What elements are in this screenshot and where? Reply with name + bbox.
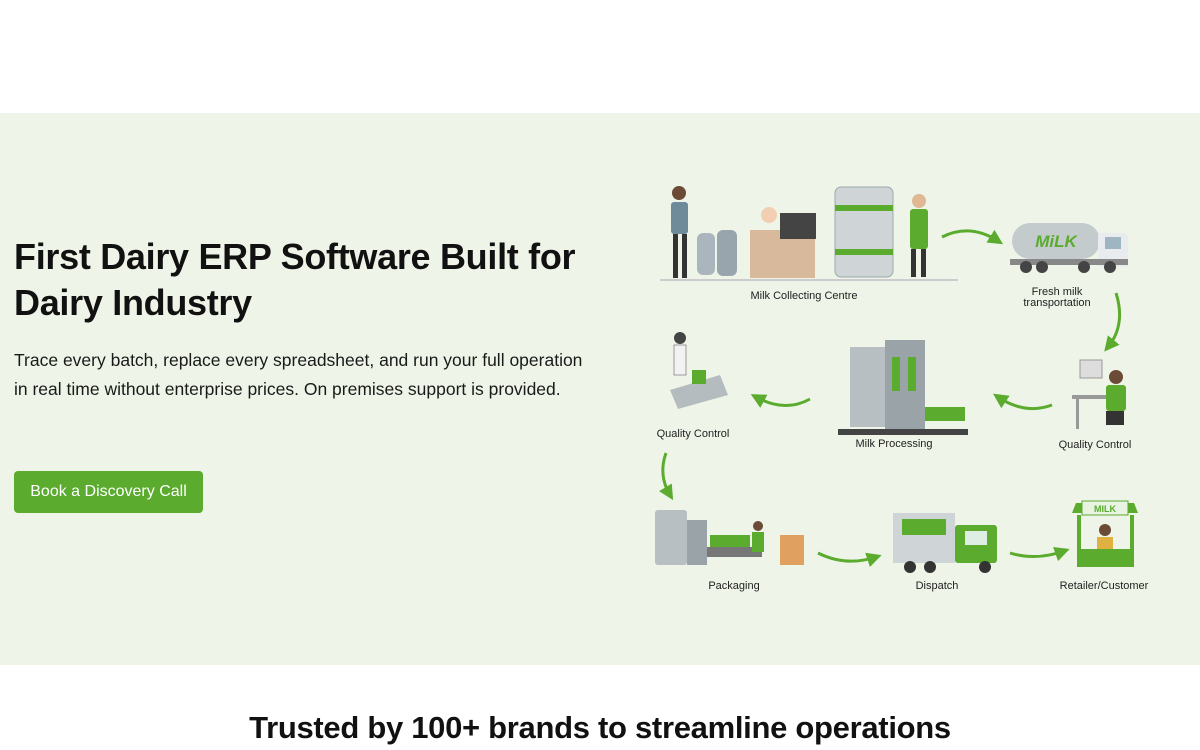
arrow-processing-to-qc	[750, 394, 811, 408]
label-dispatch: Dispatch	[916, 580, 959, 592]
hero-title-line2: Dairy Industry	[14, 282, 252, 323]
arrow-collecting-to-transport	[941, 229, 1004, 245]
tanker-milk-text: MiLK	[1035, 232, 1078, 251]
packaging-illustration	[655, 510, 804, 565]
arrow-transport-to-qc	[1104, 292, 1122, 352]
hero-title: First Dairy ERP Software Built for Dairy…	[14, 234, 594, 326]
arrow-dispatch-to-retailer	[1009, 546, 1070, 562]
dispatch-truck-illustration	[893, 513, 997, 573]
label-packaging: Packaging	[708, 580, 759, 592]
label-retailer-customer: Retailer/Customer	[1060, 580, 1149, 592]
milk-processing-illustration	[838, 340, 968, 435]
arrow-qc-to-packaging	[658, 452, 674, 501]
label-fresh-milk: Fresh milk	[1032, 286, 1083, 298]
label-quality-control-left: Quality Control	[657, 428, 730, 440]
label-quality-control-right: Quality Control	[1059, 439, 1132, 451]
dairy-process-diagram: Milk Collecting Centre MiLK Fresh milk t…	[655, 186, 1149, 592]
arrow-qc-to-processing	[993, 393, 1053, 411]
quality-control-right-illustration	[1072, 359, 1126, 429]
hero-title-line1: First Dairy ERP Software Built for	[14, 236, 576, 277]
trusted-heading: Trusted by 100+ brands to streamline ope…	[249, 710, 951, 745]
milk-tanker-illustration: MiLK	[1010, 223, 1128, 273]
label-milk-processing: Milk Processing	[855, 438, 932, 450]
retailer-stall-illustration: MILK	[1072, 500, 1138, 567]
label-milk-collecting-centre: Milk Collecting Centre	[751, 290, 858, 302]
stall-milk-text: MILK	[1094, 504, 1116, 514]
book-discovery-call-button[interactable]: Book a Discovery Call	[14, 471, 203, 513]
hero-section	[0, 113, 1200, 665]
hero-subtitle: Trace every batch, replace every spreads…	[14, 350, 583, 399]
quality-control-left-illustration	[670, 332, 728, 409]
label-transportation: transportation	[1023, 297, 1090, 309]
top-navbar	[0, 0, 1200, 113]
arrow-packaging-to-dispatch	[817, 551, 882, 567]
milk-collecting-centre-illustration	[660, 186, 958, 281]
